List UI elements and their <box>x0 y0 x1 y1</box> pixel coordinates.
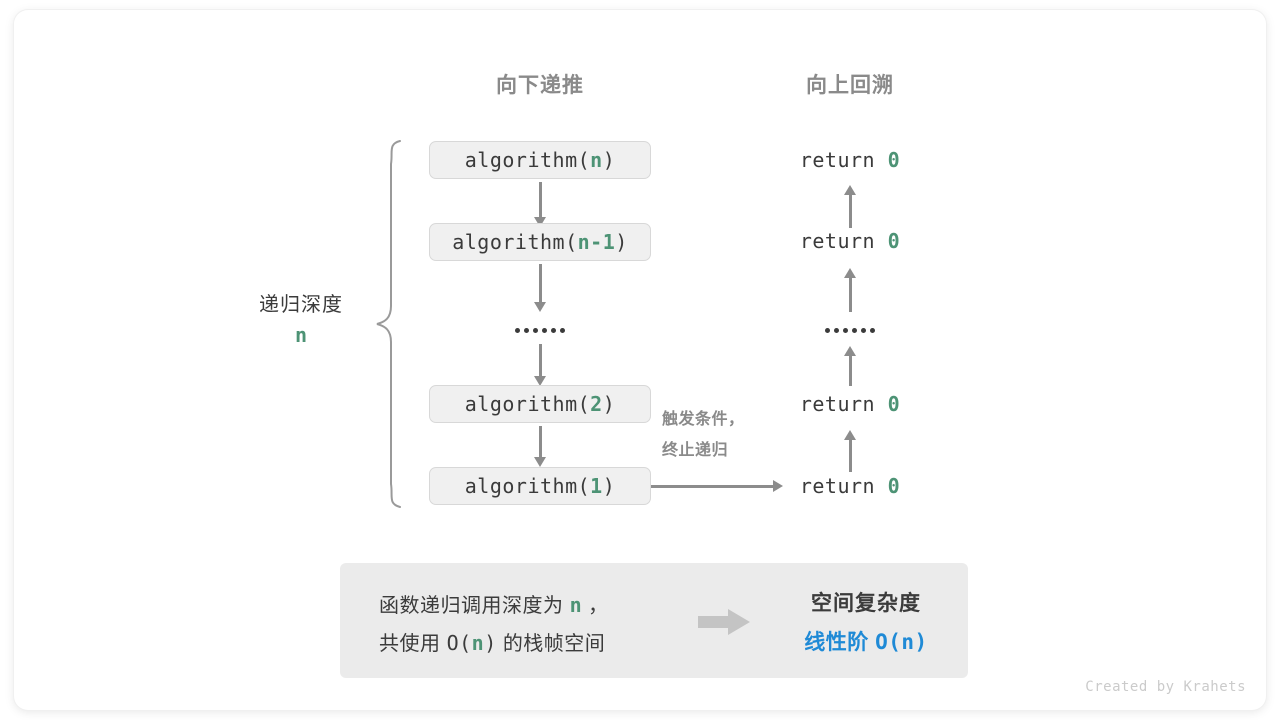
diagram-card: 向下递推 向上回溯 递归深度 n algorithm(n) algorithm(… <box>14 10 1266 710</box>
column-header-recurse-down: 向下递推 <box>496 74 584 97</box>
arrow-up-2 <box>843 268 857 312</box>
arrow-down-4 <box>533 426 547 467</box>
call-box-arg: n-1 <box>577 230 616 254</box>
summary-conclusion: 空间复杂度 线性阶 O(n) <box>777 585 955 662</box>
return-keyword: return <box>799 229 876 253</box>
arrow-down-1 <box>533 182 547 227</box>
return-value: 0 <box>887 392 901 416</box>
recursion-depth-value: n <box>294 323 308 347</box>
call-box-close: ) <box>615 230 628 254</box>
complexity-bigo: O(n) <box>875 630 928 654</box>
summary-line-1: 函数递归调用深度为 n ， <box>379 587 609 625</box>
trigger-note-line1: 触发条件， <box>662 411 745 428</box>
credit-text: Created by Krahets <box>1085 679 1246 695</box>
arrow-up-4 <box>843 430 857 472</box>
call-box-close: ) <box>602 392 616 416</box>
call-box-n-minus-1[interactable]: algorithm(n-1) <box>429 223 651 261</box>
return-value: 0 <box>887 148 901 172</box>
return-keyword: return <box>799 474 876 498</box>
arrow-base-case <box>651 479 783 493</box>
call-box-fn: algorithm( <box>464 474 591 498</box>
arrow-up-1 <box>843 185 857 228</box>
call-box-arg: 1 <box>590 474 603 498</box>
recursion-depth-text: 递归深度 <box>259 294 343 316</box>
call-box-close: ) <box>602 148 616 172</box>
summary-line2-n: n <box>471 631 485 655</box>
summary-panel: 函数递归调用深度为 n ， 共使用 O(n) 的栈帧空间 空间复杂度 线性阶 O… <box>340 563 968 678</box>
return-value: 0 <box>887 229 901 253</box>
block-arrow-icon <box>698 609 750 635</box>
return-keyword: return <box>799 148 876 172</box>
summary-line-2: 共使用 O(n) 的栈帧空间 <box>379 625 609 663</box>
summary-line1-n: n <box>569 593 583 617</box>
return-row-4: return 0 <box>800 474 900 498</box>
return-keyword: return <box>799 392 876 416</box>
call-box-close: ) <box>602 474 616 498</box>
summary-line2-close: ) <box>484 631 497 655</box>
return-row-1: return 0 <box>800 148 900 172</box>
complexity-order-label: 线性阶 <box>804 631 869 654</box>
trigger-condition-note: 触发条件， 终止递归 <box>662 404 745 466</box>
recursion-depth-brace <box>376 140 401 508</box>
return-value: 0 <box>887 474 901 498</box>
arrow-down-2 <box>533 264 547 312</box>
summary-line2-bigo: O( <box>446 631 472 655</box>
arrow-up-3 <box>843 346 857 386</box>
arrow-down-3 <box>533 344 547 386</box>
space-complexity-value: 线性阶 O(n) <box>777 623 955 662</box>
call-box-fn: algorithm( <box>464 392 591 416</box>
trigger-note-line2: 终止递归 <box>662 442 729 459</box>
column-header-backtrack-up: 向上回溯 <box>806 74 894 97</box>
ellipsis-right <box>825 328 875 333</box>
call-box-n[interactable]: algorithm(n) <box>429 141 651 179</box>
summary-description: 函数递归调用深度为 n ， 共使用 O(n) 的栈帧空间 <box>379 587 609 663</box>
return-row-2: return 0 <box>800 229 900 253</box>
recursion-depth-label: 递归深度 n <box>259 290 343 350</box>
summary-line1-text-b: ， <box>588 595 609 617</box>
summary-line2-text-b: 的栈帧空间 <box>502 633 606 655</box>
summary-line2-text-a: 共使用 <box>379 633 441 655</box>
call-box-fn: algorithm( <box>464 148 591 172</box>
call-box-2[interactable]: algorithm(2) <box>429 385 651 423</box>
ellipsis-left <box>515 328 565 333</box>
summary-line1-text-a: 函数递归调用深度为 <box>379 595 564 617</box>
return-row-3: return 0 <box>800 392 900 416</box>
call-box-arg: 2 <box>590 392 603 416</box>
call-box-arg: n <box>590 148 603 172</box>
call-box-fn: algorithm( <box>452 230 578 254</box>
space-complexity-title: 空间复杂度 <box>811 592 921 615</box>
call-box-1[interactable]: algorithm(1) <box>429 467 651 505</box>
